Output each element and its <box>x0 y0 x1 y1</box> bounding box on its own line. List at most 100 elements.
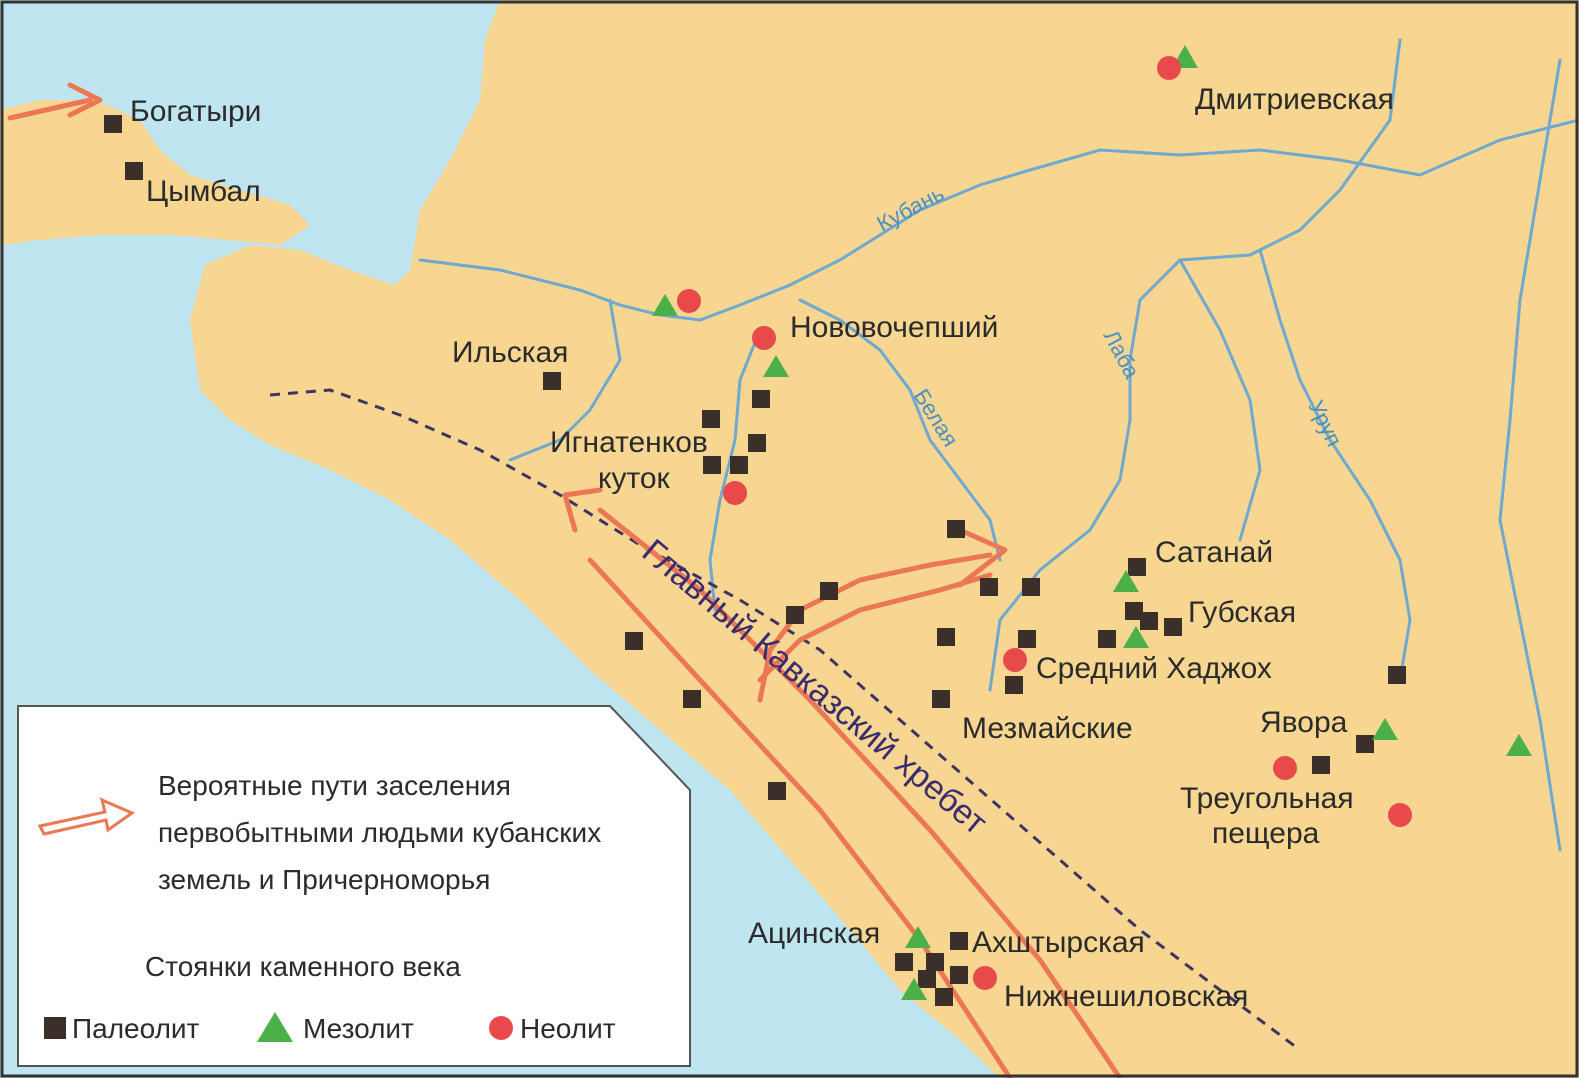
river-urup <box>1258 248 1412 682</box>
site-paleolith <box>786 606 804 624</box>
label-ilskaya: Ильская <box>452 336 568 369</box>
site-paleolith <box>1022 578 1040 596</box>
label-satanai: Сатанай <box>1155 536 1273 569</box>
site-paleolith <box>1018 630 1036 648</box>
legend-neolith-icon <box>489 1016 513 1040</box>
legend-sites-title: Стоянки каменного века <box>145 951 461 982</box>
site-neolith <box>723 481 747 505</box>
site-paleolith <box>937 628 955 646</box>
land-mainland <box>190 0 1579 1078</box>
legend: Вероятные пути заселения первобытными лю… <box>17 705 691 1067</box>
site-paleolith <box>730 456 748 474</box>
route-arrow-4 <box>757 572 993 683</box>
label-peshchera: пещера <box>1212 817 1320 850</box>
site-paleolith <box>683 690 701 708</box>
site-paleolith <box>950 966 968 984</box>
site-paleolith <box>895 953 913 971</box>
site-paleolith <box>625 632 643 650</box>
river-belaya <box>798 298 1002 562</box>
label-yavora: Явора <box>1260 706 1348 739</box>
site-paleolith <box>1388 666 1406 684</box>
route-arrow-head-2 <box>957 527 1008 588</box>
river-west-trib <box>508 298 622 462</box>
site-paleolith <box>752 390 770 408</box>
site-paleolith <box>1005 676 1023 694</box>
route-arrow-1 <box>597 507 1123 1078</box>
label-atsinskaya: Ацинская <box>748 917 880 950</box>
paleolith-sites <box>104 115 1406 1006</box>
river-trib-4 <box>1178 258 1262 542</box>
site-mesolith <box>905 926 931 948</box>
site-paleolith <box>820 582 838 600</box>
label-nizhneshilovskaya: Нижнешиловская <box>1004 980 1248 1013</box>
site-paleolith <box>980 578 998 596</box>
legend-paleolith-label: Палеолит <box>72 1013 200 1044</box>
route-arrow-2 <box>587 557 1013 1078</box>
site-paleolith <box>1312 756 1330 774</box>
site-paleolith <box>947 520 965 538</box>
site-neolith <box>752 326 776 350</box>
label-tsymbal: Цымбал <box>146 175 261 208</box>
legend-paleolith-icon <box>44 1017 66 1039</box>
label-mezmaiskie: Мезмайские <box>962 712 1133 745</box>
site-mesolith <box>763 355 789 377</box>
site-neolith <box>973 966 997 990</box>
legend-panel <box>17 705 691 1067</box>
site-mesolith <box>1113 570 1139 592</box>
ridge-line <box>269 388 1301 1052</box>
rivers <box>418 38 1579 852</box>
site-paleolith <box>702 410 720 428</box>
label-novovochepshy: Нововочепший <box>790 311 998 344</box>
label-gubskaya: Губская <box>1188 596 1296 629</box>
site-paleolith <box>125 162 143 180</box>
site-mesolith <box>901 978 927 1000</box>
site-neolith <box>677 289 701 313</box>
site-neolith <box>1273 756 1297 780</box>
legend-mesolith-label: Мезолит <box>303 1013 414 1044</box>
site-paleolith <box>543 372 561 390</box>
site-mesolith <box>1506 734 1532 756</box>
legend-route-arrow-icon <box>37 797 136 836</box>
place-labels: Богатыри Цымбал Дмитриевская Нововочепши… <box>130 83 1394 1013</box>
legend-routes-line3: земель и Причерноморья <box>158 864 490 895</box>
neolith-sites <box>677 56 1412 990</box>
land-islet <box>60 125 130 165</box>
legend-routes-line2: первобытными людьми кубанских <box>158 817 601 848</box>
site-paleolith <box>950 932 968 950</box>
river-east <box>1498 58 1562 852</box>
site-paleolith <box>1140 612 1158 630</box>
label-ignatenkov: Игнатенков <box>550 426 708 459</box>
site-paleolith <box>1356 735 1374 753</box>
site-paleolith <box>768 782 786 800</box>
site-mesolith <box>1372 718 1398 740</box>
river-kuban <box>418 118 1579 322</box>
river-pshish <box>708 328 762 612</box>
site-paleolith <box>1128 558 1146 576</box>
site-paleolith <box>935 988 953 1006</box>
site-paleolith <box>932 690 950 708</box>
site-paleolith <box>104 115 122 133</box>
label-dmitrievskaya: Дмитриевская <box>1195 83 1394 116</box>
site-paleolith <box>918 970 936 988</box>
label-treugolnaya: Треугольная <box>1180 782 1354 815</box>
route-arrow-head-1 <box>562 487 603 533</box>
site-paleolith <box>1098 630 1116 648</box>
site-paleolith <box>748 434 766 452</box>
route-arrow-top <box>7 82 103 121</box>
site-neolith <box>1157 56 1181 80</box>
site-neolith <box>1003 648 1027 672</box>
legend-routes-line1: Вероятные пути заселения <box>158 770 511 801</box>
site-paleolith <box>1125 602 1143 620</box>
site-neolith <box>1388 803 1412 827</box>
label-akhshtyrskaya: Ахштырская <box>972 926 1145 959</box>
label-sredny-khadzhokh: Средний Хаджох <box>1036 652 1272 685</box>
legend-mesolith-icon <box>257 1012 293 1042</box>
mesolith-sites <box>652 45 1532 1000</box>
river-laba <box>988 38 1402 692</box>
label-bogatyri: Богатыри <box>130 95 261 128</box>
site-mesolith <box>652 294 678 316</box>
site-paleolith <box>703 456 721 474</box>
